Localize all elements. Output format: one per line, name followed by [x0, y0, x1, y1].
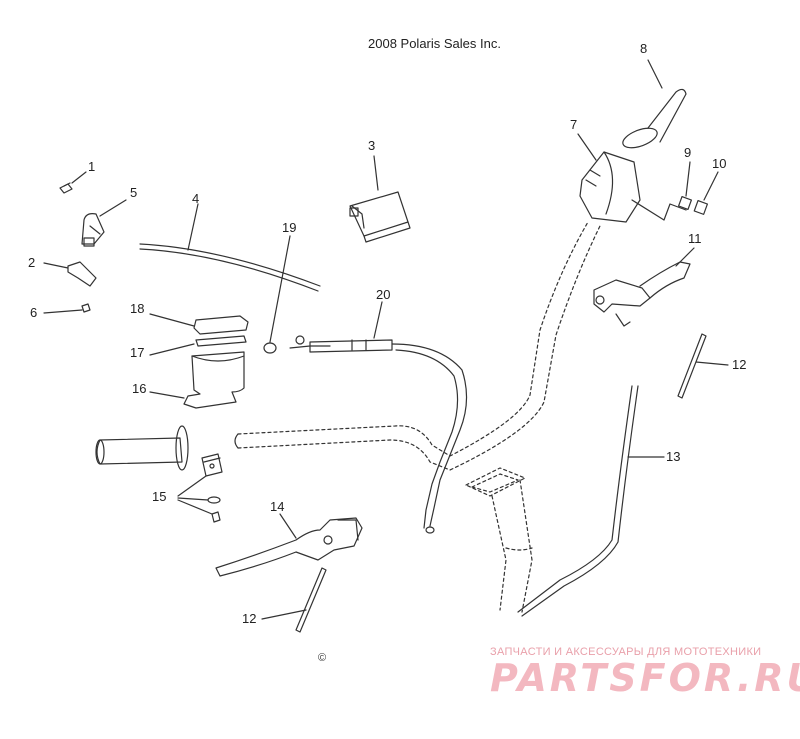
leader-14 [279, 513, 297, 539]
part-5-clamp [81, 213, 105, 247]
leader-12-lower [261, 609, 307, 620]
part-18-diaphragm [193, 315, 249, 335]
leader-19 [269, 235, 291, 343]
callout-1: 1 [88, 159, 96, 174]
part-13-cable [517, 385, 639, 617]
callout-2: 2 [28, 255, 36, 270]
callout-5: 5 [130, 185, 138, 200]
leader-7 [577, 133, 597, 161]
callout-16: 16 [132, 381, 147, 396]
callout-15: 15 [152, 489, 167, 504]
leader-12-upper [695, 361, 729, 366]
leader-15b [177, 497, 209, 501]
copyright-header: 2008 Polaris Sales Inc. [368, 36, 501, 51]
callout-19: 19 [282, 220, 297, 235]
part-16-reservoir [183, 351, 245, 409]
leader-2 [43, 262, 69, 269]
part-2-bracket [67, 261, 97, 287]
part-12-upper-strap [677, 333, 707, 399]
part-7-throttle [579, 151, 687, 223]
part-15-clamp [201, 453, 223, 523]
part-11-lever [593, 261, 691, 327]
part-6-screw [81, 303, 91, 313]
leader-15a [177, 475, 207, 497]
leader-8 [647, 59, 663, 89]
callout-18: 18 [130, 301, 145, 316]
part-19-oring [263, 342, 277, 354]
callout-17: 17 [130, 345, 145, 360]
callout-3: 3 [368, 138, 376, 153]
watermark-brand: PARTSFOR.RU [490, 656, 800, 700]
callout-7: 7 [570, 117, 578, 132]
handlebar [234, 221, 601, 471]
callout-4: 4 [192, 191, 200, 206]
leader-17 [149, 343, 195, 356]
leader-11 [675, 247, 695, 267]
left-grip [95, 425, 189, 471]
callout-14: 14 [270, 499, 285, 514]
callout-20: 20 [376, 287, 391, 302]
part-12-lower-strap [295, 567, 327, 633]
leader-20 [373, 301, 383, 339]
part-14-master-cylinder [215, 517, 363, 577]
leader-18 [149, 313, 195, 327]
part-4-cable [139, 243, 321, 292]
part-3-switch [349, 191, 411, 243]
leader-6 [43, 309, 83, 314]
leader-4 [187, 203, 199, 251]
leader-1 [71, 171, 87, 184]
leader-10 [703, 171, 719, 201]
part-17-seal [195, 335, 247, 347]
callout-13: 13 [666, 449, 681, 464]
part-20-cable [289, 335, 468, 534]
copyright-symbol: © [318, 652, 327, 664]
stem [465, 467, 533, 613]
leader-16 [149, 391, 185, 399]
leader-15c [177, 499, 213, 515]
part-8-grip [622, 88, 687, 149]
leader-5 [99, 199, 127, 217]
callout-8: 8 [640, 41, 648, 56]
watermark-tagline: ЗАПЧАСТИ И АКСЕССУАРЫ ДЛЯ МОТОТЕХНИКИ [490, 646, 762, 658]
callout-6: 6 [30, 305, 38, 320]
callout-11: 11 [688, 231, 702, 246]
callout-12-upper: 12 [732, 357, 747, 372]
callout-12-lower: 12 [242, 611, 257, 626]
callout-10: 10 [712, 156, 727, 171]
part-10 [693, 199, 709, 215]
part-9 [677, 195, 693, 211]
leader-3 [373, 155, 379, 191]
part-1-screw [59, 182, 73, 194]
leader-9 [685, 161, 691, 197]
callout-9: 9 [684, 145, 692, 160]
